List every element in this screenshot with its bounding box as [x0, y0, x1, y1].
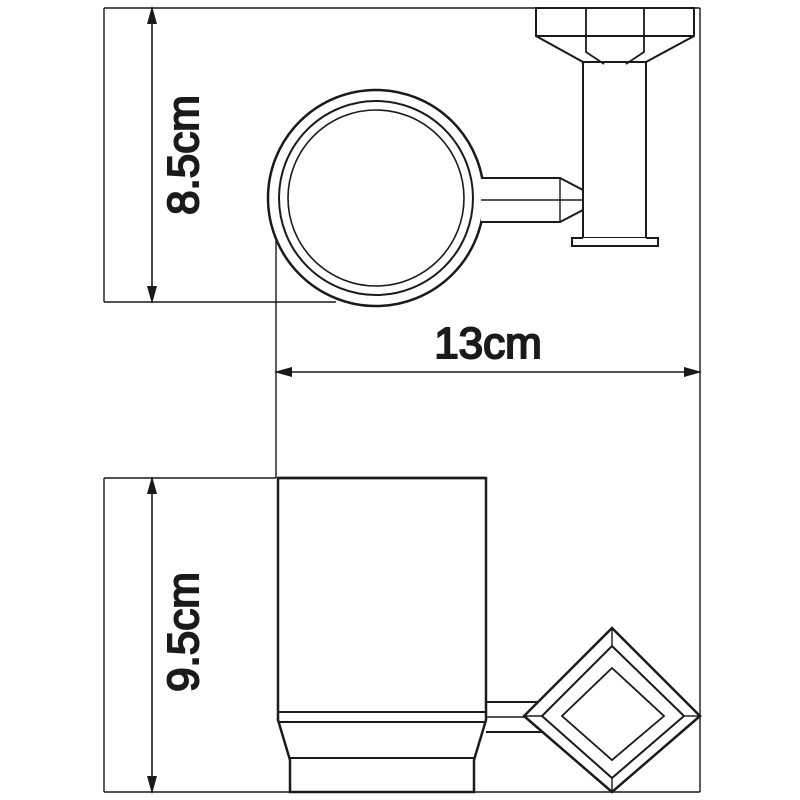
arrowhead-right	[684, 367, 702, 377]
arrowhead-up	[147, 6, 157, 24]
dimension-height-bottom	[147, 476, 157, 794]
top-view-arm	[481, 177, 584, 223]
arrowhead-up-2	[147, 476, 157, 494]
dimension-label-9-5cm: 9.5cm	[159, 572, 208, 692]
dimension-label-8-5cm: 8.5cm	[159, 95, 208, 215]
arrowhead-left	[274, 367, 292, 377]
dimension-width-overall	[274, 367, 702, 377]
top-view-ring	[266, 88, 486, 308]
front-view-tumbler	[276, 476, 488, 794]
front-view-bracket	[522, 626, 702, 794]
top-view-bracket	[535, 7, 695, 247]
arrowhead-down	[147, 286, 157, 304]
dimension-label-13cm: 13cm	[434, 319, 542, 368]
arrowhead-down-2	[147, 776, 157, 794]
dimension-height-top	[147, 6, 157, 304]
